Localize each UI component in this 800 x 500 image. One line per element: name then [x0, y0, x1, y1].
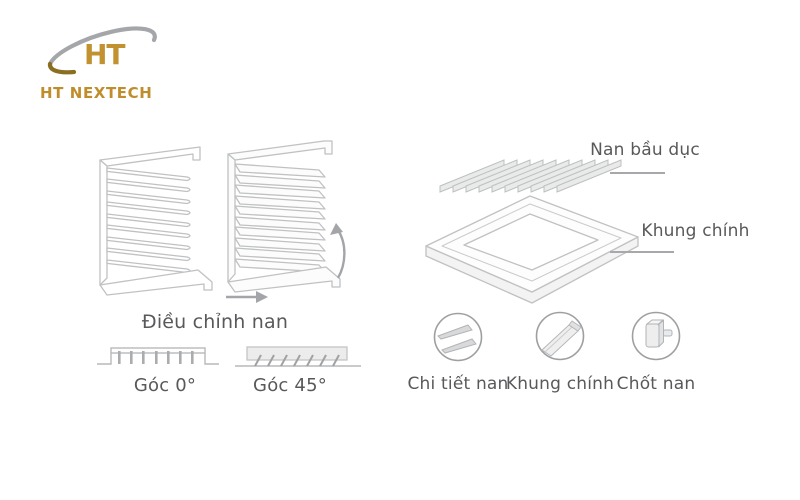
adjustment-caption: Điều chỉnh nan [141, 311, 289, 333]
direction-arrow-icon [226, 291, 268, 303]
svg-text:HT: HT [84, 38, 125, 71]
frame-profile-icon [535, 311, 585, 361]
louver-grille-open [227, 140, 341, 293]
frame-label: Khung chính [641, 221, 750, 241]
section-0deg-icon [97, 347, 219, 365]
detail-label-frame: Khung chính [505, 374, 615, 394]
main-frame-drawing [425, 195, 639, 304]
brand-logo: HT HT NEXTECH [40, 22, 180, 102]
louver-blade-icon [433, 312, 483, 362]
slat-panel-drawing [439, 159, 622, 193]
angle-45-label: Góc 45° [253, 375, 327, 396]
slat-angle-sections-drawing [97, 346, 361, 367]
slats-label: Nan bầu dục [590, 140, 700, 160]
rotate-arrow-icon [330, 223, 346, 279]
exploded-view-drawing [425, 159, 639, 304]
slats-leader-line [610, 172, 665, 174]
detail-label-pin: Chốt nan [616, 374, 696, 394]
brand-name: HT NEXTECH [40, 84, 153, 102]
brand-monogram-icon: HT [47, 26, 157, 75]
angle-0-label: Góc 0° [133, 375, 197, 396]
frame-leader-line [610, 251, 674, 253]
louver-grilles-drawing [99, 140, 346, 303]
detail-label-blade: Chi tiết nan [407, 374, 509, 394]
louver-grille-closed [99, 146, 213, 296]
pin-icon [631, 311, 681, 361]
section-45deg-icon [235, 346, 361, 367]
